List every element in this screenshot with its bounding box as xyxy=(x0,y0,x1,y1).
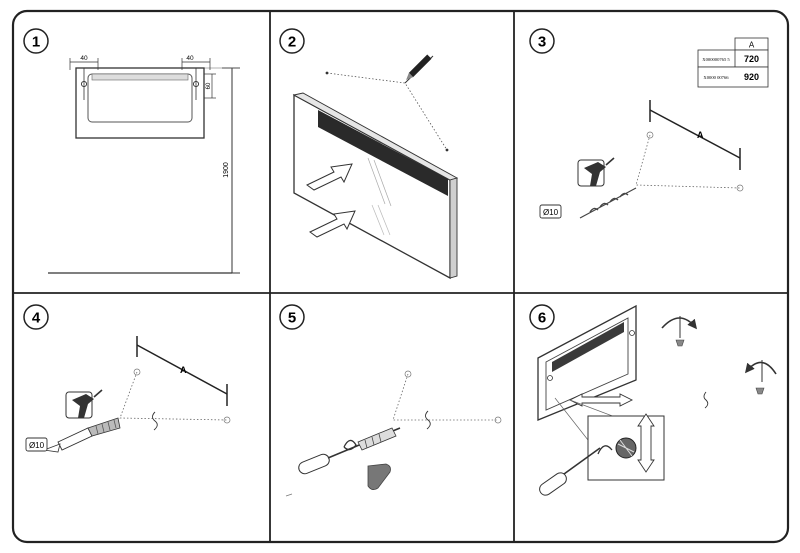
pencil-icon xyxy=(406,54,432,80)
rotate-counterclockwise-icon xyxy=(744,360,777,395)
panel-5-screwing xyxy=(285,370,502,497)
push-arrow-icon-upper xyxy=(306,163,353,191)
bracket-hook-icon xyxy=(367,463,391,490)
step-badge-2: 2 xyxy=(279,28,305,54)
screwdriver-icon xyxy=(539,447,601,496)
step-badge-1: 1 xyxy=(23,28,49,54)
table-row-1-value: 720 xyxy=(744,54,759,64)
step-badge-3: 3 xyxy=(529,28,555,54)
panel-1-measurements: 1900 40 40 60 xyxy=(48,55,240,274)
step-number-4: 4 xyxy=(32,310,41,327)
outer-frame xyxy=(11,9,790,544)
drill-diameter-badge: Ø10 xyxy=(25,437,48,452)
drill-bit-icon xyxy=(579,187,637,219)
height-dimension-label: 1900 xyxy=(223,162,230,178)
table-row-2-code: X0000 00766 xyxy=(703,75,729,80)
drill-diameter-label: Ø10 xyxy=(543,208,559,217)
vertical-adjust-arrow-icon xyxy=(637,413,655,473)
size-table: A X000000765 5 720 X0000 00766 920 xyxy=(697,37,769,88)
wall-plug-marker xyxy=(425,410,431,430)
panel-6-hanging xyxy=(537,304,777,496)
step-badge-4: 4 xyxy=(23,304,49,330)
hole-depth-label: 60 xyxy=(206,82,212,89)
panel-4-plugs: A Ø10 xyxy=(25,336,231,453)
rotate-arrow-icon xyxy=(343,439,357,451)
step-number-5: 5 xyxy=(288,310,296,327)
push-arrow-icon-lower xyxy=(309,210,356,238)
left-offset-label: 40 xyxy=(80,55,88,62)
drill-diameter-label: Ø10 xyxy=(29,441,45,450)
wall-plug-icon xyxy=(43,417,121,453)
table-row-1-code: X000000765 5 xyxy=(702,57,730,62)
table-row-2-value: 920 xyxy=(744,72,759,82)
table-header-label: A xyxy=(749,41,755,50)
drill-icon xyxy=(577,157,615,187)
step-number-6: 6 xyxy=(538,310,546,327)
step-badge-5: 5 xyxy=(279,304,305,330)
wall-plug-marker xyxy=(152,411,158,431)
right-offset-label: 40 xyxy=(186,55,194,62)
drill-diameter-badge: Ø10 xyxy=(539,204,562,219)
panel-2-marking xyxy=(292,54,459,280)
drill-icon xyxy=(65,389,103,419)
rotate-clockwise-icon xyxy=(661,316,698,347)
rotate-arrow-icon xyxy=(597,445,613,455)
step-number-3: 3 xyxy=(538,34,546,51)
panel-3-drilling: A X000000765 5 720 X0000 00766 920 A xyxy=(539,37,769,219)
step-number-2: 2 xyxy=(288,34,296,51)
dimension-a-label: A xyxy=(697,130,704,140)
step-badge-6: 6 xyxy=(529,304,555,330)
step-number-1: 1 xyxy=(32,34,40,51)
dimension-a-label: A xyxy=(180,365,187,375)
horizontal-adjust-arrow-icon xyxy=(568,393,634,407)
glass-panel-dark-strip xyxy=(318,110,448,196)
wall-plug-marker xyxy=(703,391,709,409)
screw-and-plug-icon xyxy=(357,427,397,451)
